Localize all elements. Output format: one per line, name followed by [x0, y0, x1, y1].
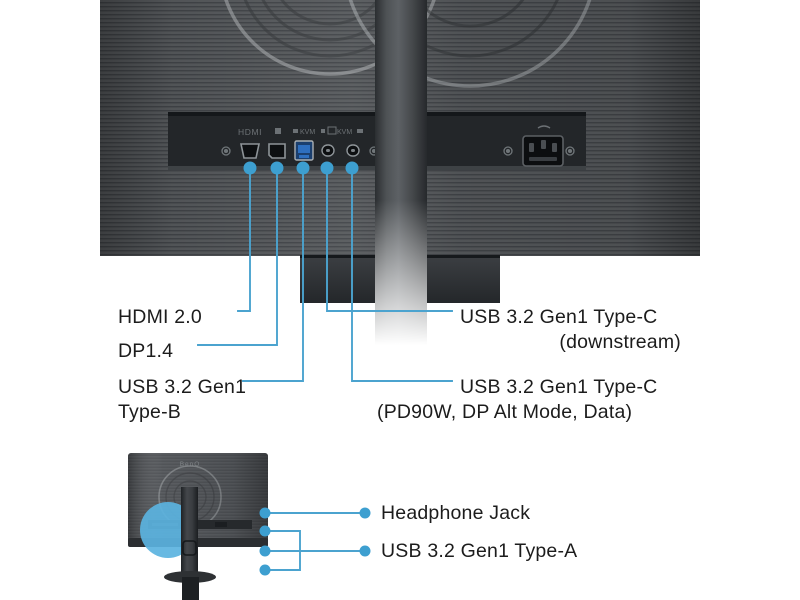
port-silkscreen-labels: HDMI KVM KVM — [238, 126, 363, 137]
bottom-callout-dots — [259, 507, 371, 576]
dot-headphone-source — [259, 507, 271, 519]
callout-dots — [243, 161, 359, 175]
callout-label-usb-c-downstream: USB 3.2 Gen1 Type-C — [460, 306, 658, 328]
usb-c-port-1 — [321, 144, 335, 157]
callout-label-usb-b: USB 3.2 Gen1 — [118, 376, 247, 398]
callout-label-usb-c-pd-line2: (PD90W, DP Alt Mode, Data) — [377, 401, 633, 423]
callout-label-dp: DP1.4 — [118, 340, 174, 362]
callout-label-usb-c-downstream-line2: (downstream) — [559, 331, 681, 353]
leader-usb-b — [242, 168, 304, 382]
svg-text:KVM: KVM — [337, 129, 352, 136]
callout-label-usb-c-pd: USB 3.2 Gen1 Type-C — [460, 376, 658, 398]
dot-usb-a-source-2 — [259, 545, 271, 557]
dot-headphone-label — [359, 507, 371, 519]
leader-usb-c-pd — [351, 168, 453, 382]
dot-usb-a-source-1 — [259, 525, 271, 537]
dot-usb-a-label — [359, 545, 371, 557]
svg-text:HDMI: HDMI — [238, 127, 262, 137]
dot-dp — [270, 161, 284, 175]
monitor-stand-column — [375, 0, 427, 345]
usb-b-port — [294, 140, 314, 161]
usb-c-port-2 — [346, 144, 360, 157]
dot-usb-c-pd — [345, 161, 359, 175]
mini-monitor-stand — [164, 487, 216, 600]
svg-text:KVM: KVM — [300, 129, 315, 136]
leader-dp — [197, 168, 278, 346]
callout-label-usb-a: USB 3.2 Gen1 Type-A — [381, 540, 578, 562]
leader-hdmi — [237, 168, 251, 312]
callout-label-hdmi: HDMI 2.0 — [118, 306, 202, 328]
iec-power-socket — [522, 135, 564, 167]
dot-usb-a-source-3 — [259, 564, 271, 576]
callout-label-usb-b-line2: Type-B — [118, 401, 181, 423]
hdmi-port — [240, 143, 260, 159]
displayport-port — [268, 143, 286, 159]
callout-label-headphone: Headphone Jack — [381, 502, 531, 524]
dot-hdmi — [243, 161, 257, 175]
dot-usb-b — [296, 161, 310, 175]
power-symbol-icon — [537, 125, 551, 129]
leader-usb-c-downstream — [326, 168, 453, 312]
svg-text:BenQ: BenQ — [180, 461, 201, 468]
dot-usb-c-downstream — [320, 161, 334, 175]
